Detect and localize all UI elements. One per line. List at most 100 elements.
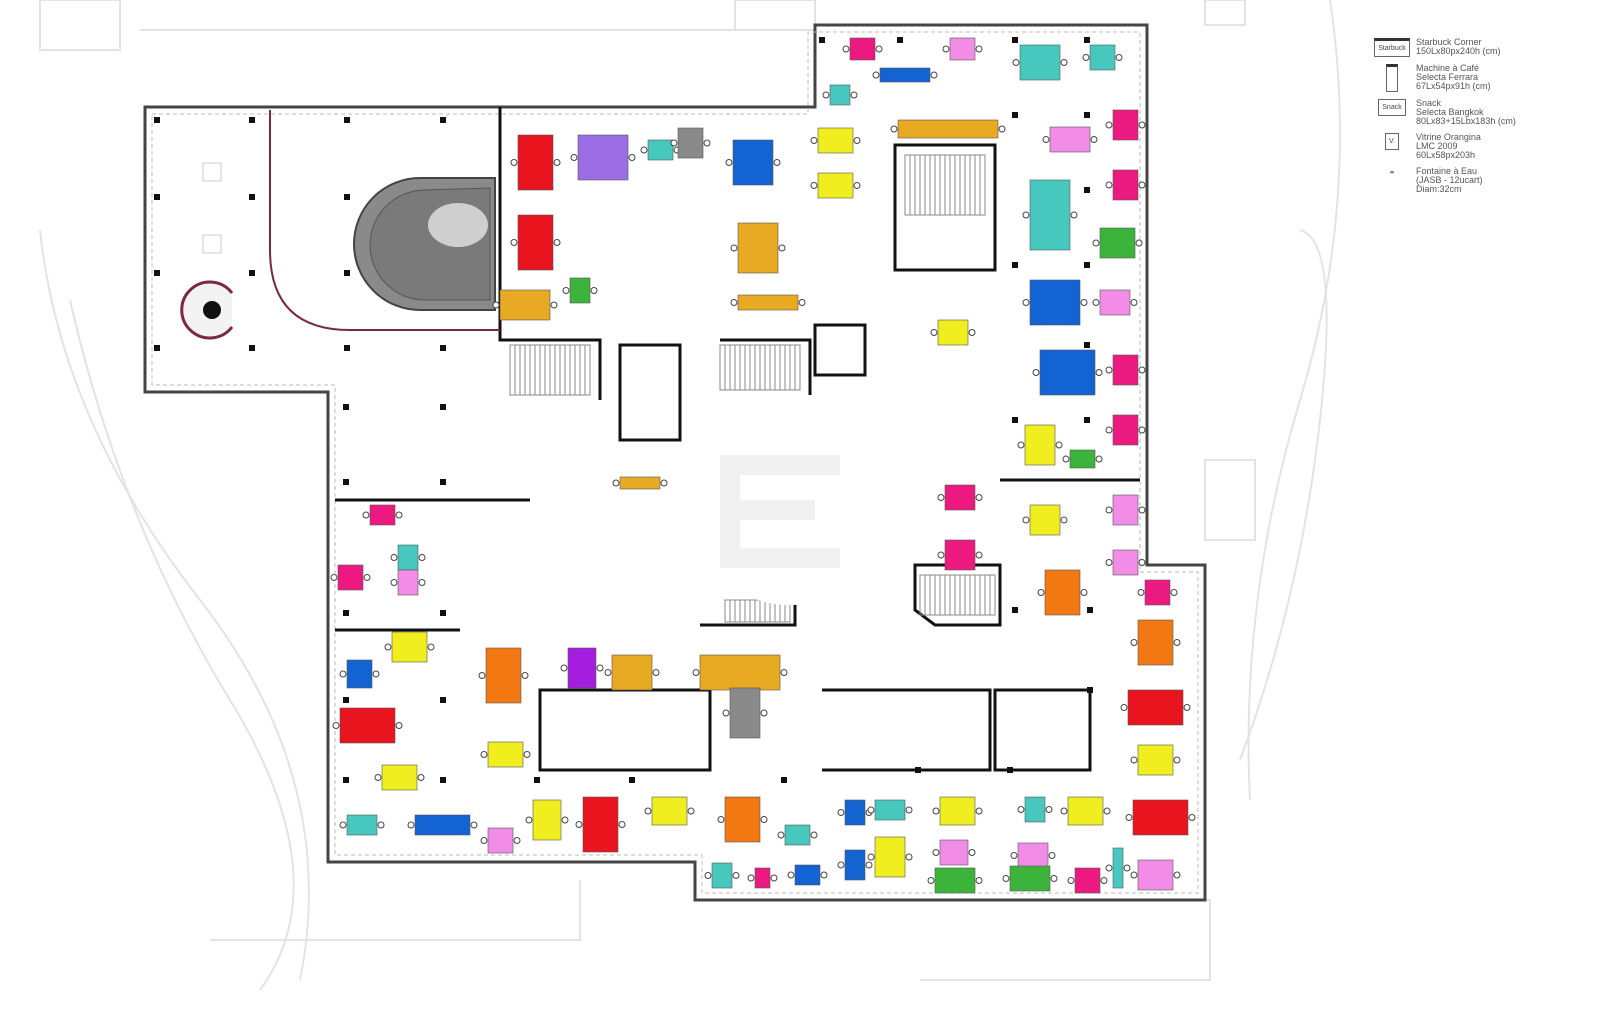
desk-yellow (532, 799, 562, 841)
chair (390, 579, 398, 586)
chair (905, 853, 913, 861)
chair (470, 821, 478, 829)
starbuck-icon: Starbuck (1374, 38, 1410, 57)
chair (390, 554, 398, 561)
chair (867, 853, 875, 861)
staircase (509, 344, 591, 396)
chair (418, 554, 426, 561)
chair (1188, 814, 1196, 821)
chair (1138, 559, 1146, 566)
chair (1022, 299, 1030, 306)
chair (1080, 299, 1088, 306)
chair (1123, 864, 1131, 872)
desk-blue (346, 659, 373, 689)
chair (384, 643, 392, 651)
staircase (919, 574, 996, 616)
chair (975, 494, 983, 501)
chair (570, 154, 578, 161)
chair (703, 139, 711, 147)
chair (850, 91, 858, 99)
chair (618, 821, 626, 828)
chair (1105, 559, 1113, 566)
chair (660, 479, 668, 487)
desk-gray (729, 687, 761, 739)
desk-teal (1089, 44, 1116, 71)
surrounding-site-lines (39, 0, 1341, 991)
chair (418, 579, 426, 586)
desk-gold (737, 294, 799, 311)
chair (798, 299, 806, 306)
column (534, 777, 540, 783)
desk-green (1099, 227, 1136, 259)
chair (872, 71, 880, 79)
chair (1138, 426, 1146, 434)
desk-green (934, 867, 976, 894)
column (154, 270, 160, 276)
column (781, 777, 787, 783)
legend-label: Fontaine à Eau (1416, 166, 1478, 176)
chair (525, 816, 533, 824)
column (343, 404, 349, 410)
chair (810, 137, 818, 144)
desk-magenta (369, 504, 396, 526)
desk-blue (794, 864, 821, 886)
chair (778, 244, 786, 252)
desk-gold (619, 476, 661, 490)
chair (837, 861, 845, 869)
chair (523, 751, 531, 758)
chair (1105, 426, 1113, 434)
chair (820, 871, 828, 879)
legend-detail: 150Lx80px240h (cm) (1416, 46, 1501, 56)
chair (492, 301, 500, 309)
desk-magenta (944, 539, 976, 571)
chair (1017, 441, 1025, 449)
chair (553, 159, 561, 166)
column (249, 194, 255, 200)
desk-red (517, 134, 554, 191)
chair (628, 154, 636, 161)
chair (730, 299, 738, 306)
desk-pink (487, 827, 514, 854)
chair (1130, 639, 1138, 646)
chair (644, 807, 652, 815)
chair (998, 125, 1006, 133)
chair (407, 821, 415, 829)
chair (930, 329, 938, 336)
chair (1012, 59, 1020, 66)
column (344, 117, 350, 123)
column (154, 345, 160, 351)
vitrine-icon: V. (1385, 133, 1399, 150)
chair (363, 574, 371, 581)
chair (480, 837, 488, 844)
desk-blue (1039, 349, 1096, 396)
desk-magenta (1112, 169, 1139, 201)
chair (1135, 239, 1143, 247)
desk-magenta (754, 867, 771, 889)
chair (1130, 756, 1138, 764)
column (343, 697, 349, 703)
chair (773, 159, 781, 166)
chair (822, 91, 830, 99)
desk-yellow (937, 319, 969, 346)
chair (1173, 871, 1181, 879)
desk-red (517, 214, 554, 271)
chair (837, 809, 845, 816)
chair (1183, 704, 1191, 711)
chair (596, 664, 604, 672)
chair (1100, 877, 1108, 884)
column (344, 194, 350, 200)
column (154, 194, 160, 200)
column (249, 270, 255, 276)
chair (513, 837, 521, 844)
chair (1138, 121, 1146, 129)
desk-orange (485, 647, 522, 704)
chair (937, 494, 945, 501)
desk-orange (724, 796, 761, 843)
upper-left-atrium (180, 110, 500, 340)
desk-magenta (1112, 109, 1139, 141)
desk-green (1009, 865, 1051, 892)
chair (1037, 589, 1045, 596)
chair (1090, 136, 1098, 143)
column (915, 767, 921, 773)
